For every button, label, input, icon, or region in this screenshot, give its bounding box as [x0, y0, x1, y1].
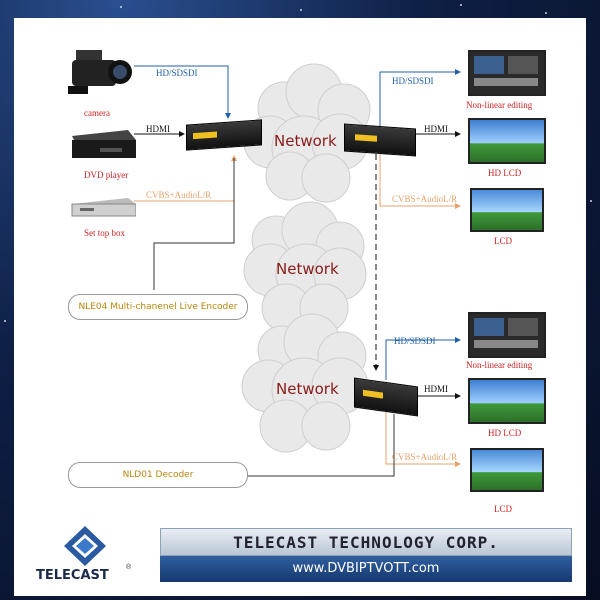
bottom-dev3-label: LCD: [494, 504, 512, 514]
bottom-dev1-label: Non-linear editing: [466, 360, 533, 370]
top-dev3-label: LCD: [494, 236, 512, 246]
nle-preview: [508, 56, 538, 74]
set-top-box-icon: [70, 196, 137, 222]
stb-link-label: CVBS+AudioL/R: [146, 190, 212, 200]
nle-preview: [508, 318, 538, 336]
dvd-label: DVD player: [84, 170, 129, 180]
dvd-player-icon: [68, 126, 138, 166]
star: [460, 4, 462, 6]
decoder-display: [355, 134, 377, 142]
top-link1-label: HD/SDSDI: [392, 76, 434, 86]
top-dev2-label: HD LCD: [488, 168, 522, 178]
bottom-dev2-label: HD LCD: [488, 428, 522, 438]
lcd-icon: [470, 448, 544, 492]
bottom-link2-label: HDMI: [424, 384, 448, 394]
nle-preview: [474, 56, 504, 74]
company-banner: TELECAST TECHNOLOGY CORP. www.DVBIPTVOTT…: [160, 528, 572, 584]
hd-lcd-icon: [468, 378, 546, 424]
camera-label: camera: [84, 108, 110, 118]
star: [300, 9, 302, 11]
telecast-logo-icon: [64, 526, 106, 566]
network-cloud-middle: Network: [276, 260, 339, 278]
nle-timeline: [474, 340, 538, 348]
camera-link-label: HD/SDSDI: [156, 68, 198, 78]
stb-label: Set top box: [84, 228, 126, 238]
star: [590, 200, 592, 202]
dvd-link-label: HDMI: [146, 124, 170, 134]
encoder-label-pill: NLE04 Multi-chanenel Live Encoder: [68, 294, 248, 320]
star: [4, 320, 6, 322]
non-linear-editing-icon: [468, 50, 546, 96]
top-dev1-label: Non-linear editing: [466, 100, 533, 110]
decoder-label-pill: NLD01 Decoder: [68, 462, 248, 488]
bottom-link3-label: CVBS+AudioL/R: [392, 452, 458, 462]
top-link2-label: HDMI: [424, 124, 448, 134]
network-cloud-top: Network: [274, 132, 337, 150]
diagram-panel: camera HD/SDSDI DVD player HDMI Set top …: [14, 18, 586, 596]
company-name: TELECAST TECHNOLOGY CORP.: [160, 528, 572, 556]
lcd-icon: [470, 188, 544, 232]
logo-registered: ®: [126, 564, 132, 571]
nle-preview: [474, 318, 504, 336]
hd-lcd-icon: [468, 118, 546, 164]
logo-text: TELECAST: [36, 568, 109, 583]
decoder-display: [363, 389, 383, 399]
star: [120, 6, 122, 8]
nle-timeline: [474, 78, 538, 86]
telecast-logo: TELECAST ®: [26, 520, 144, 590]
top-link3-label: CVBS+AudioL/R: [392, 194, 458, 204]
decoder-top-device-icon: [344, 123, 416, 157]
company-url[interactable]: www.DVBIPTVOTT.com: [160, 556, 572, 582]
star: [545, 12, 547, 14]
camera-icon: [68, 46, 134, 98]
encoder-display: [193, 131, 217, 140]
non-linear-editing-icon: [468, 312, 546, 358]
network-cloud-bottom: Network: [276, 380, 339, 398]
bottom-link1-label: HD/SDSDI: [394, 336, 436, 346]
encoder-device-icon: [186, 119, 262, 151]
